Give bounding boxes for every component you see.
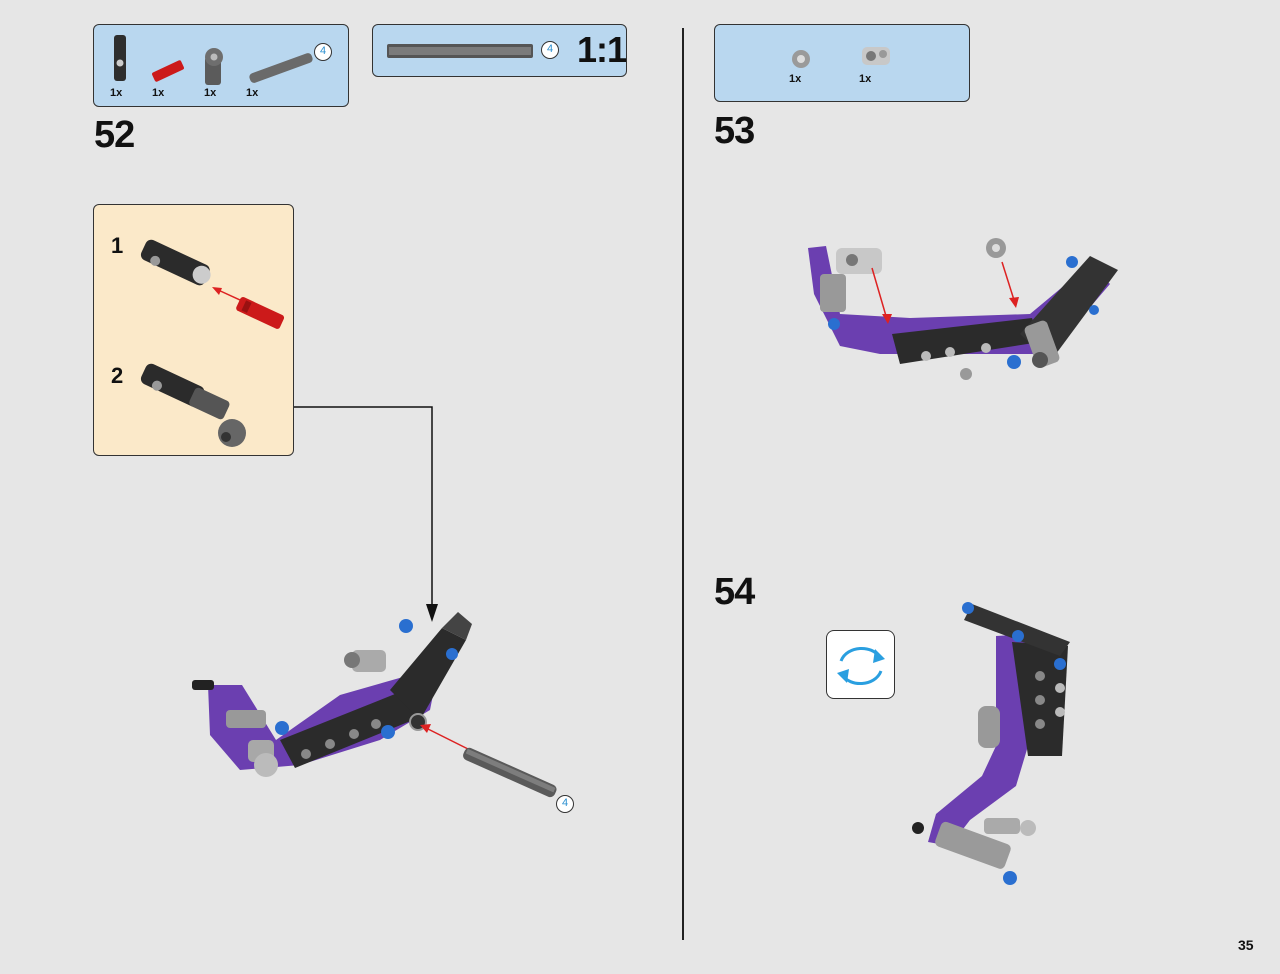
substep-number-1: 1: [111, 233, 124, 258]
axle-icon: [249, 53, 313, 83]
cross-block-icon: [862, 47, 890, 65]
step-number-53: 53: [714, 110, 755, 152]
step-number-52: 52: [94, 114, 135, 156]
axle-connector-icon: [114, 35, 126, 81]
angle-connector-icon: [205, 48, 223, 85]
part-qty: 1x: [859, 73, 872, 85]
substep-2-illustration: [140, 363, 246, 447]
part-qty: 1x: [110, 87, 123, 99]
step-52-assembly: [192, 612, 557, 798]
step-53-assembly: [808, 238, 1118, 380]
substep-box: 1 2: [93, 204, 294, 456]
axle-length-badge: 4: [556, 795, 574, 813]
bush-icon: [792, 50, 810, 68]
scale-box: 4 1:1: [372, 24, 627, 77]
part-qty: 1x: [204, 87, 217, 99]
parts-box-step-52: 1x 1x 1x 1x 4: [93, 24, 349, 107]
step-54-assembly: [912, 602, 1070, 885]
rotate-model-callout: [826, 630, 895, 699]
axle-length-badge: 4: [314, 43, 332, 61]
page-divider: [682, 28, 684, 940]
parts-box-step-53: 1x 1x: [714, 24, 970, 102]
rotate-model-icon: [837, 647, 885, 685]
part-qty: 1x: [246, 87, 259, 99]
step-number-54: 54: [714, 571, 755, 613]
part-qty: 1x: [152, 87, 165, 99]
page-number: 35: [1238, 937, 1254, 953]
substep-1-illustration: [140, 239, 285, 329]
substep-number-2: 2: [111, 363, 124, 388]
scale-label: 1:1: [577, 29, 627, 70]
red-pin-icon: [152, 60, 184, 82]
axle-length-badge: 4: [541, 41, 559, 59]
axle-scale-icon: [387, 44, 533, 58]
part-qty: 1x: [789, 73, 802, 85]
